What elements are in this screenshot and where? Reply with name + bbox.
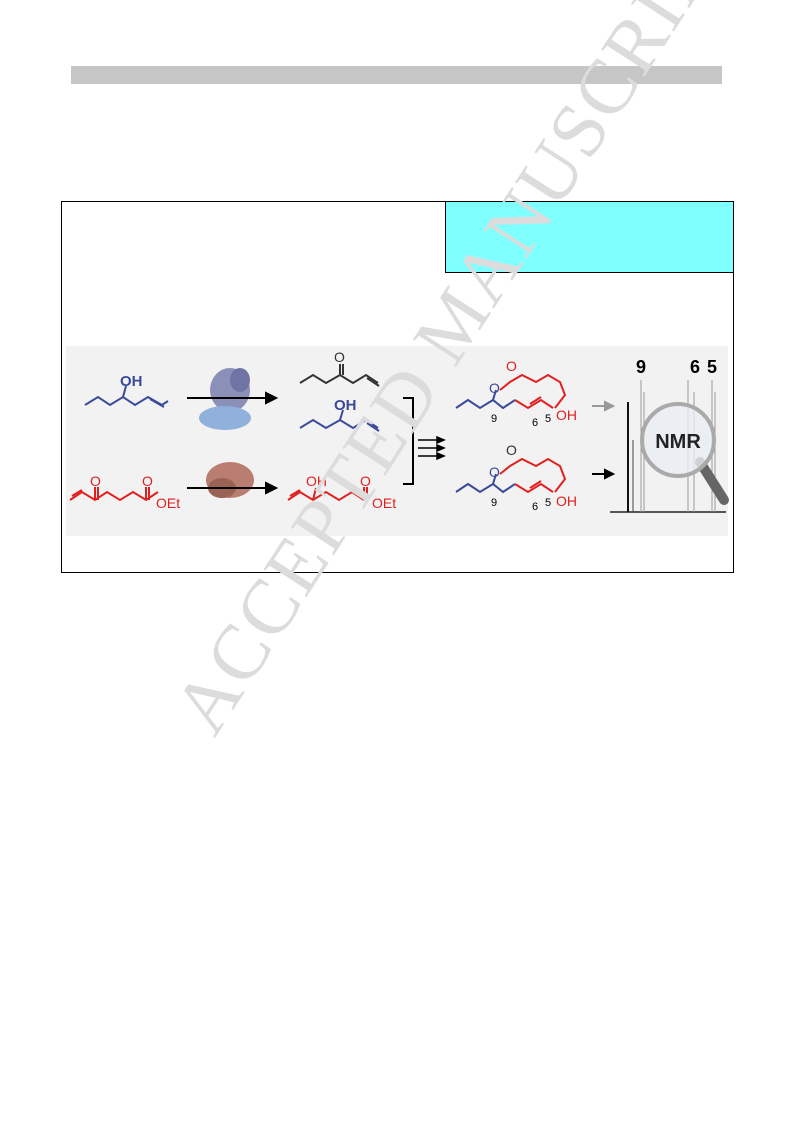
locant-6-a: 6 [532,417,538,429]
peak-label-9: 9 [636,357,646,377]
locant-5-b: 5 [545,497,551,509]
oh-label-1: OH [120,373,143,390]
keto-ester-red-structure [69,487,159,502]
o-label-ester: O [142,473,153,489]
oh-label-lactone-1: OH [556,407,577,423]
nmr-arrow-1 [592,400,616,412]
magnifier-icon [640,402,729,505]
macrolactone-2-red [499,457,567,494]
oh-label-lactone-2: OH [556,493,577,509]
enzyme-2-icon [206,462,254,498]
macrolactone-1-blue [455,389,516,410]
o-label-lactone-1: O [489,380,500,396]
o-label-carbonyl-2: O [506,442,517,458]
header-bar [71,66,722,84]
o-label-lactone-2: O [489,464,500,480]
o-label-carbonyl-1: O [506,358,517,374]
enzyme-1-icon [199,368,251,430]
oet-label-2: OEt [372,495,396,511]
nmr-arrow-2 [592,468,616,480]
figure-panel [66,346,728,536]
o-label-ester-2: O [360,473,371,489]
oet-label-1: OEt [156,495,180,511]
heptenol-recovered-structure [299,409,380,432]
locant-5-a: 5 [545,413,551,425]
locant-9-a: 9 [491,413,497,425]
heptenol-blue-structure [84,385,169,408]
heptenone-structure [299,364,380,387]
oh-label-3: OH [306,473,327,489]
locant-9-b: 9 [491,497,497,509]
oh-label-2: OH [334,397,357,414]
macrolactone-2-blue [455,473,516,494]
macrolactone-1-red [499,373,567,410]
o-label-ketone: O [334,349,345,365]
peak-label-6: 6 [690,357,700,377]
nmr-label: NMR [655,431,701,453]
locant-6-b: 6 [532,501,538,513]
reaction-arrow-2 [187,481,279,495]
combination-bracket [403,397,414,485]
peak-label-5: 5 [707,357,717,377]
o-label-keto: O [90,473,101,489]
reaction-arrow-1 [187,391,279,405]
hydroxy-ester-structure [287,487,368,502]
multi-step-arrows [418,435,446,461]
highlight-box [445,202,733,273]
